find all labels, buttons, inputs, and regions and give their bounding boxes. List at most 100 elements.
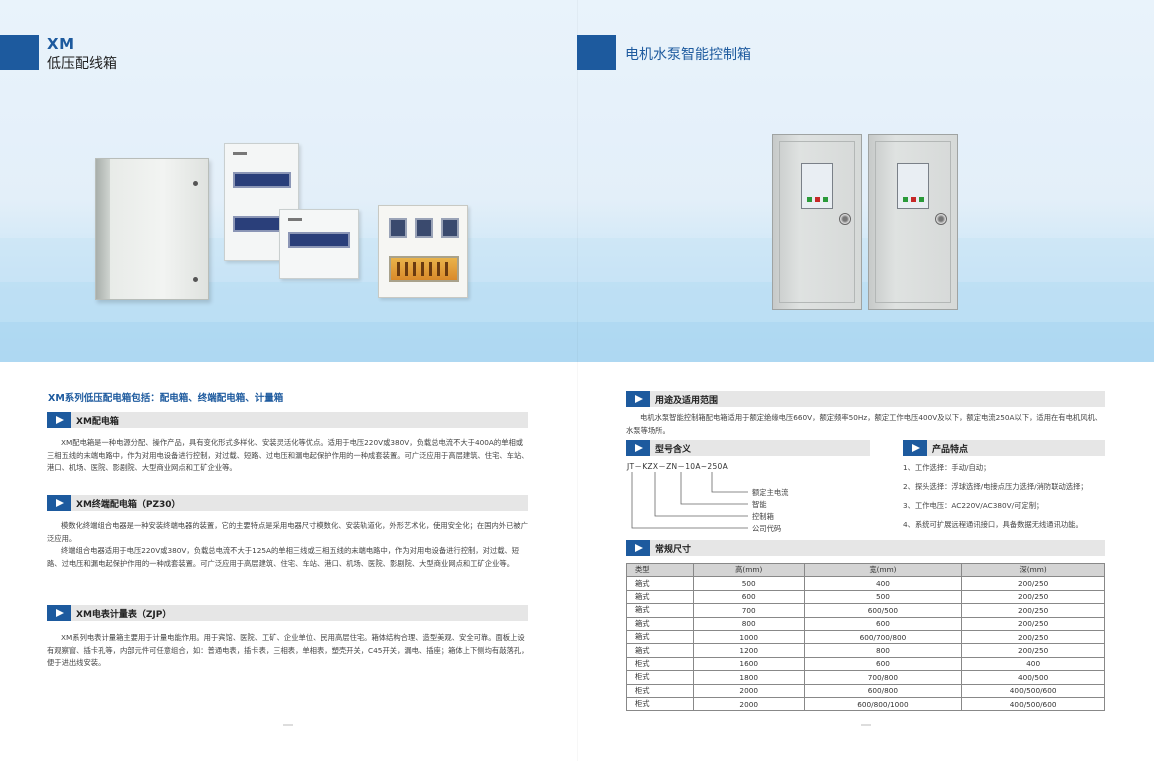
title-block [0, 35, 39, 70]
distribution-box-photo [95, 158, 209, 300]
column-header: 深(mm) [961, 562, 1105, 578]
section-label: XM终端配电箱（PZ30） [76, 500, 181, 510]
paragraph: 终端组合电器适用于电压220V或380V，负载总电流不大于125A的单相三线或三… [47, 546, 520, 568]
table-cell: 箱式 [626, 603, 694, 618]
right-page-title: 电机水泵智能控制箱 [625, 47, 751, 63]
paragraph: 模数化终端组合电器是一种安装终端电器的装置，它的主要特点是采用电器尺寸模数化、安… [47, 521, 528, 543]
table-cell: 400 [803, 576, 963, 591]
feature-item: 3、工作电压：AC220V/AC380V/可定制； [903, 501, 1044, 510]
control-cabinet-photo [772, 134, 862, 310]
table-header-row: 类型 高(mm) 宽(mm) 深(mm) [626, 562, 1105, 578]
table-cell: 箱式 [626, 576, 694, 591]
table-cell: 柜式 [626, 696, 694, 712]
table-cell: 400/500 [961, 670, 1105, 685]
table-cell: 箱式 [626, 616, 694, 631]
table-cell: 700 [692, 603, 805, 618]
column-header: 类型 [626, 562, 694, 578]
legend-item: 智能 [752, 500, 767, 509]
table-cell: 柜式 [626, 656, 694, 672]
section-label: 用途及适用范围 [655, 396, 719, 406]
table-cell: 400/500/600 [961, 683, 1105, 698]
table-cell: 1600 [692, 656, 805, 672]
table-cell: 600/500 [803, 603, 963, 618]
table-cell: 800 [803, 643, 963, 658]
play-arrow-icon [47, 605, 71, 621]
play-arrow-icon [903, 440, 927, 456]
model-code: JT－KZX－ZN－10A~250A [627, 462, 729, 471]
table-cell: 200/250 [961, 576, 1105, 591]
section-label: 常规尺寸 [655, 545, 692, 555]
table-cell: 500 [692, 576, 805, 591]
terminal-box-photo [279, 209, 359, 279]
play-arrow-icon [47, 412, 71, 428]
table-cell: 柜式 [626, 683, 694, 698]
page-marker [283, 724, 293, 726]
left-page-title: 低压配线箱 [47, 56, 117, 72]
section-body: XM配电箱是一种电源分配、操作产品，具有变化形式多样化、安装灵活化等优点。适用于… [47, 437, 529, 475]
table-cell: 600 [803, 656, 963, 672]
control-cabinet-photo [868, 134, 958, 310]
table-cell: 600 [803, 616, 963, 631]
section-header: 常规尺寸 [626, 540, 1105, 556]
play-arrow-icon [626, 540, 650, 556]
section-header: XM电表计量表（ZJP） [47, 605, 528, 621]
section-label: 型号含义 [655, 445, 692, 455]
series-code: XM [47, 35, 75, 53]
table-cell: 箱式 [626, 629, 694, 645]
section-label: XM配电箱 [76, 417, 119, 427]
usage-text: 电机水泵智能控制箱配电箱适用于额定绝缘电压660V，额定频率50Hz，额定工作电… [626, 412, 1106, 437]
meter-box-photo [378, 205, 468, 298]
legend-item: 控制箱 [752, 512, 774, 521]
feature-item: 4、系统可扩展远程通讯接口，具备数据无线通讯功能。 [903, 520, 1083, 529]
section-header: 型号含义 [626, 440, 870, 456]
paragraph: XM系列电表计量箱主要用于计量电能作用。用于宾馆、医院、工矿、企业单位、民用高层… [47, 633, 529, 668]
table-cell: 200/250 [961, 629, 1105, 645]
table-cell: 箱式 [626, 589, 694, 605]
feature-item: 1、工作选择：手动/自动； [903, 463, 991, 472]
table-cell: 500 [803, 589, 963, 605]
table-cell: 600/800/1000 [803, 696, 963, 712]
table-cell: 1000 [692, 629, 805, 645]
table-cell: 400 [961, 656, 1105, 672]
table-cell: 200/250 [961, 616, 1105, 631]
section-label: 产品特点 [932, 445, 969, 455]
section-header: 用途及适用范围 [626, 391, 1105, 407]
column-header: 宽(mm) [803, 562, 963, 578]
table-cell: 600 [692, 589, 805, 605]
page-marker [861, 724, 871, 726]
table-cell: 200/250 [961, 643, 1105, 658]
table-cell: 柜式 [626, 670, 694, 685]
section-header: XM终端配电箱（PZ30） [47, 495, 528, 511]
section-body: XM系列电表计量箱主要用于计量电能作用。用于宾馆、医院、工矿、企业单位、民用高层… [47, 632, 529, 670]
table-cell: 700/800 [803, 670, 963, 685]
table-cell: 箱式 [626, 643, 694, 658]
table-cell: 800 [692, 616, 805, 631]
banner-band [0, 322, 1154, 362]
table-cell: 2000 [692, 696, 805, 712]
legend-item: 公司代码 [752, 524, 782, 533]
column-header: 高(mm) [692, 562, 805, 578]
section-header: 产品特点 [903, 440, 1105, 456]
paragraph: 电机水泵智能控制箱配电箱适用于额定绝缘电压660V，额定频率50Hz，额定工作电… [626, 413, 1103, 435]
section-label: XM电表计量表（ZJP） [76, 610, 172, 620]
table-cell: 600/700/800 [803, 629, 963, 645]
table-cell: 200/250 [961, 603, 1105, 618]
paragraph: XM配电箱是一种电源分配、操作产品，具有变化形式多样化、安装灵活化等优点。适用于… [47, 438, 529, 473]
table-cell: 400/500/600 [961, 696, 1105, 712]
table-cell: 600/800 [803, 683, 963, 698]
title-block [577, 35, 616, 70]
